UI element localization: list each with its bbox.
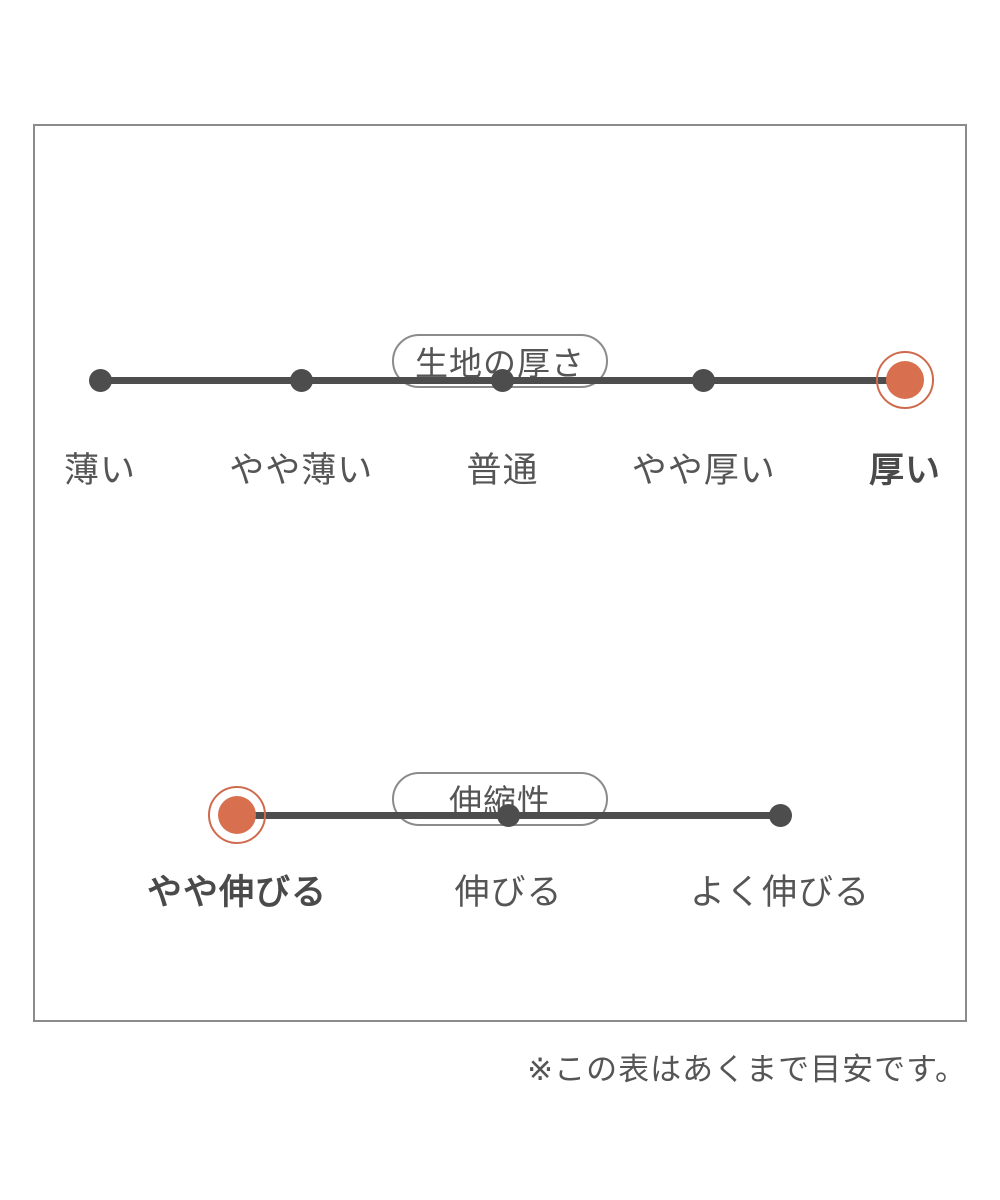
scale-label: やや厚い (631, 451, 776, 491)
selected-ring (208, 786, 266, 844)
scale-dot (491, 368, 514, 392)
scale-label: 薄い (63, 451, 137, 491)
scale-label: 厚い (868, 451, 942, 491)
scale-label: やや伸びる (146, 873, 328, 913)
scale-dot-selected (886, 361, 924, 399)
footer-note: ※この表はあくまで目安です。 (527, 1052, 967, 1088)
scale-dot (289, 368, 313, 392)
scale-label: 伸びる (454, 873, 563, 913)
scale-dot (497, 803, 520, 827)
scale-label: よく伸びる (689, 873, 871, 913)
selected-ring (876, 351, 934, 409)
scale-label: やや薄い (229, 451, 374, 491)
scale-label: 普通 (466, 451, 539, 491)
scale-dot (692, 368, 716, 392)
scale-dot (768, 803, 792, 827)
scale-dot (88, 368, 112, 392)
scale-dot-selected (218, 796, 256, 834)
